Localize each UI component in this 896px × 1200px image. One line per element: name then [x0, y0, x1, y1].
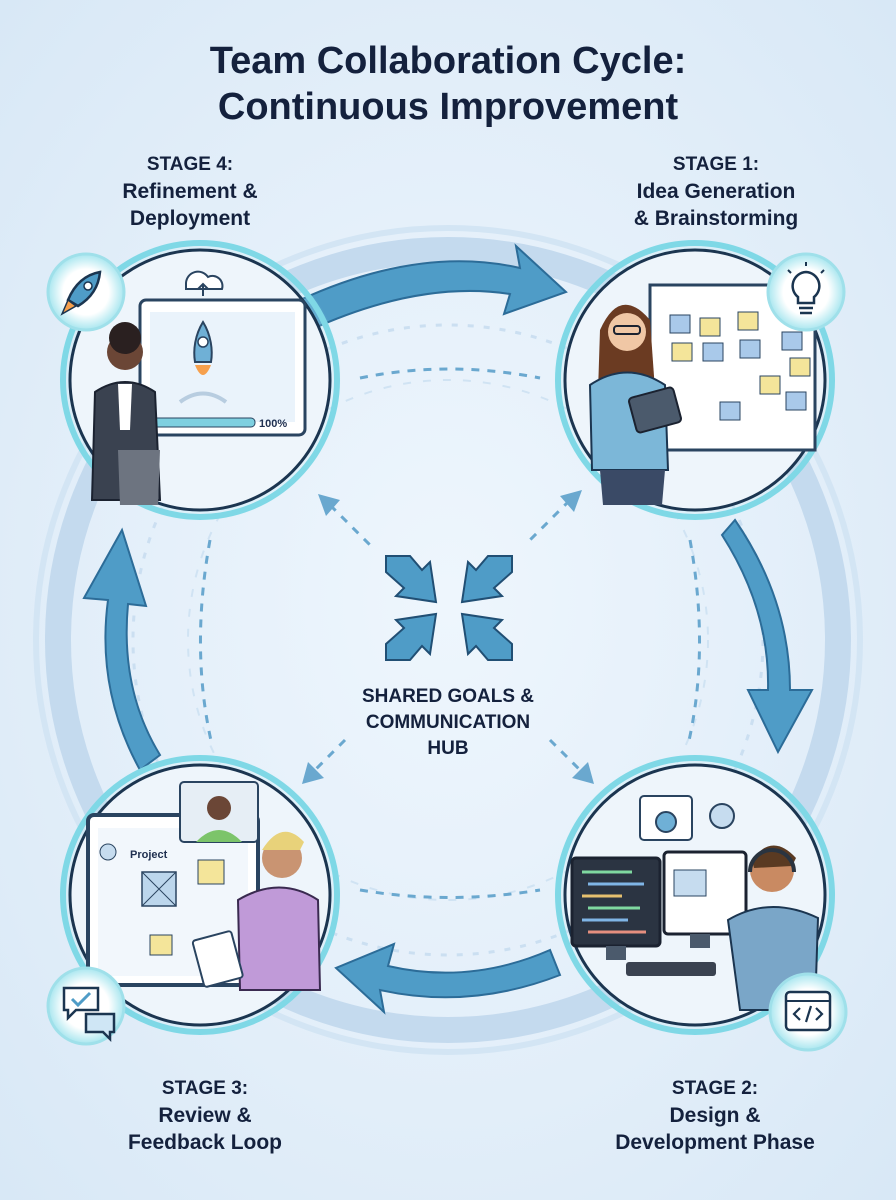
- stage-2-number: STAGE 2:: [671, 1078, 759, 1099]
- stage-4-scene: 100%: [58, 238, 342, 522]
- hub-line-1: SHARED GOALS &: [361, 686, 535, 707]
- stage-2-scene: [553, 753, 837, 1037]
- stage-3-scene: Project: [58, 753, 342, 1037]
- dashed-arrowheads: [302, 490, 594, 784]
- stage-1-label: STAGE 1: Idea Generation & Brainstorming: [596, 152, 836, 232]
- stage-4-name-line-1: Refinement &: [122, 180, 258, 203]
- cycle-arrow-right: [720, 518, 814, 755]
- stage-3-label: STAGE 3: Review & Feedback Loop: [70, 1076, 340, 1156]
- rocket-icon: [46, 252, 126, 332]
- stage-3-name-line-2: Feedback Loop: [127, 1131, 283, 1154]
- stage-1-number: STAGE 1:: [672, 154, 760, 175]
- stage-4-label: STAGE 4: Refinement & Deployment: [70, 152, 310, 232]
- lightbulb-icon: [766, 252, 846, 332]
- cycle-arrow-bottom: [334, 942, 562, 1015]
- title-line-2: Continuous Improvement: [217, 86, 679, 128]
- stage-1-scene: [553, 238, 837, 522]
- stage-3-name-line-1: Review &: [158, 1104, 252, 1127]
- review-board-text: Project: [130, 849, 168, 861]
- hub-arrows: [385, 555, 513, 661]
- stage-2-name-line-1: Design &: [669, 1104, 761, 1127]
- title-line-1: Team Collaboration Cycle:: [209, 40, 687, 82]
- deploy-progress-text: 100%: [259, 418, 287, 430]
- stage-2-name-line-2: Development Phase: [615, 1131, 815, 1154]
- cycle-arrow-left: [82, 527, 162, 772]
- chat-check-icon: [46, 966, 126, 1046]
- dashed-connectors: [198, 367, 702, 899]
- stage-1-name-line-2: & Brainstorming: [633, 207, 799, 230]
- cycle-arrow-top: [298, 243, 568, 332]
- stage-4-number: STAGE 4:: [146, 154, 234, 175]
- page-title: Team Collaboration Cycle: Continuous Imp…: [0, 38, 896, 130]
- stage-3-number: STAGE 3:: [161, 1078, 249, 1099]
- hub-label: SHARED GOALS & COMMUNICATION HUB: [318, 684, 578, 762]
- background-rings: [33, 225, 863, 1055]
- code-window-icon: [768, 972, 848, 1052]
- hub-line-2: COMMUNICATION: [365, 712, 531, 733]
- stage-1-name-line-1: Idea Generation: [636, 180, 796, 203]
- stage-4-name-line-2: Deployment: [129, 207, 251, 230]
- stage-2-label: STAGE 2: Design & Development Phase: [560, 1076, 870, 1156]
- hub-line-3: HUB: [427, 738, 469, 759]
